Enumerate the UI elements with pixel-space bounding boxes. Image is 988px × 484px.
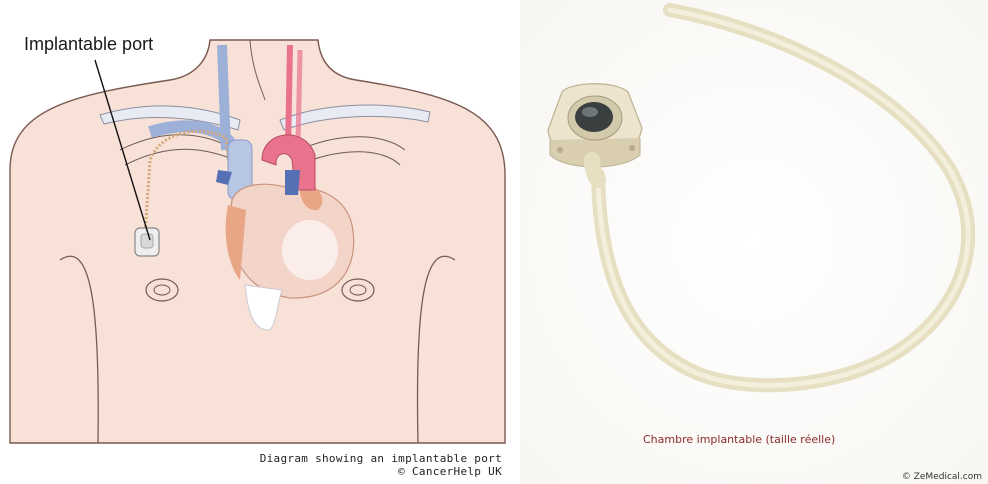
diagram-caption: Diagram showing an implantable port © Ca… bbox=[260, 452, 502, 478]
diagram-panel: Implantable port Diagram showing an impl… bbox=[0, 0, 520, 484]
implantable-port-label: Implantable port bbox=[24, 34, 153, 55]
port-photo bbox=[520, 0, 988, 484]
torso-diagram bbox=[0, 0, 520, 484]
caption-line-1: Diagram showing an implantable port bbox=[260, 452, 502, 465]
photo-panel: Chambre implantable (taille réelle) © Ze… bbox=[520, 0, 988, 484]
photo-credit: © ZeMedical.com bbox=[902, 472, 982, 482]
photo-caption: Chambre implantable (taille réelle) bbox=[643, 433, 835, 446]
caption-line-2: © CancerHelp UK bbox=[260, 465, 502, 478]
